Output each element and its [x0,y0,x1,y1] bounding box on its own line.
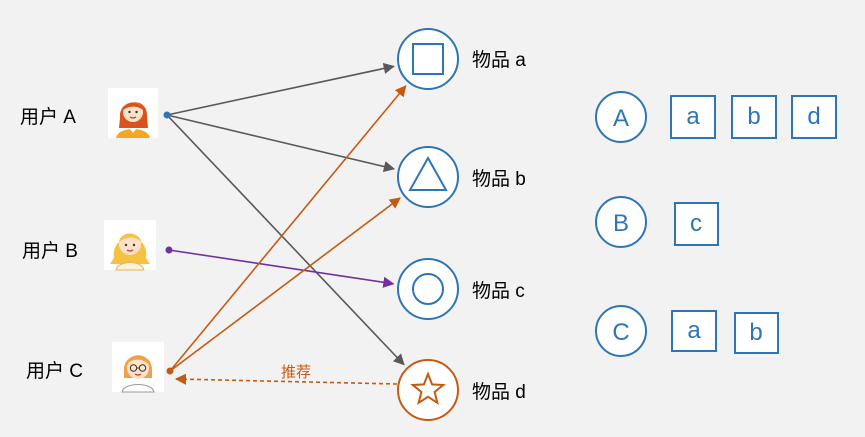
summary-a-item: a [686,103,700,130]
user-b-origin-dot [165,246,173,254]
edge-user-a-to-item-b [166,114,396,173]
circle-icon [412,273,444,305]
item-b: 物品 b [397,146,526,208]
summary-b-item: c [690,210,702,237]
recommend-arrow [174,373,398,385]
edge-user-b-to-item-c [168,249,395,288]
edge-user-a-to-item-a [166,62,395,116]
user-b: 用户 B [22,220,156,271]
summary-a-item: d [807,103,820,130]
edge-user-c-to-item-a [169,85,407,372]
summary-user-c: C [612,319,629,346]
edge-user-a-to-item-d [166,114,405,366]
user-c-origin-dot [166,367,174,375]
recommend-label: 推荐 [281,364,311,381]
square-icon [412,43,444,75]
edges-layer [163,62,407,385]
item-a-label: 物品 a [472,49,526,71]
edge-user-c-to-item-b [169,197,401,372]
item-d: 物品 d [397,359,526,421]
user-a-label: 用户 A [20,106,76,128]
summary-row-a: A a b d [595,91,837,143]
summary-panel: A a b d B c C a b [595,91,837,357]
triangle-icon [408,155,448,191]
summary-c-item: b [749,319,762,346]
item-c: 物品 c [397,258,525,320]
user-c: 用户 C [26,342,164,393]
summary-c-item: a [687,317,701,344]
item-b-label: 物品 b [472,168,526,190]
item-c-label: 物品 c [472,280,525,302]
woman-orange-hair-avatar-icon [112,342,164,393]
user-c-label: 用户 C [26,360,83,382]
item-a: 物品 a [397,28,526,90]
user-b-label: 用户 B [22,240,78,262]
item-d-label: 物品 d [472,381,526,403]
summary-user-a: A [613,105,629,132]
summary-a-item: b [747,103,760,130]
girl-yellow-hair-avatar-icon [104,220,156,271]
woman-red-hair-avatar-icon [108,88,158,138]
summary-row-c: C a b [595,305,779,357]
user-a: 用户 A [20,88,158,138]
summary-user-b: B [613,210,629,237]
user-a-origin-dot [163,111,171,119]
star-icon [410,371,446,406]
summary-row-b: B c [595,196,719,248]
